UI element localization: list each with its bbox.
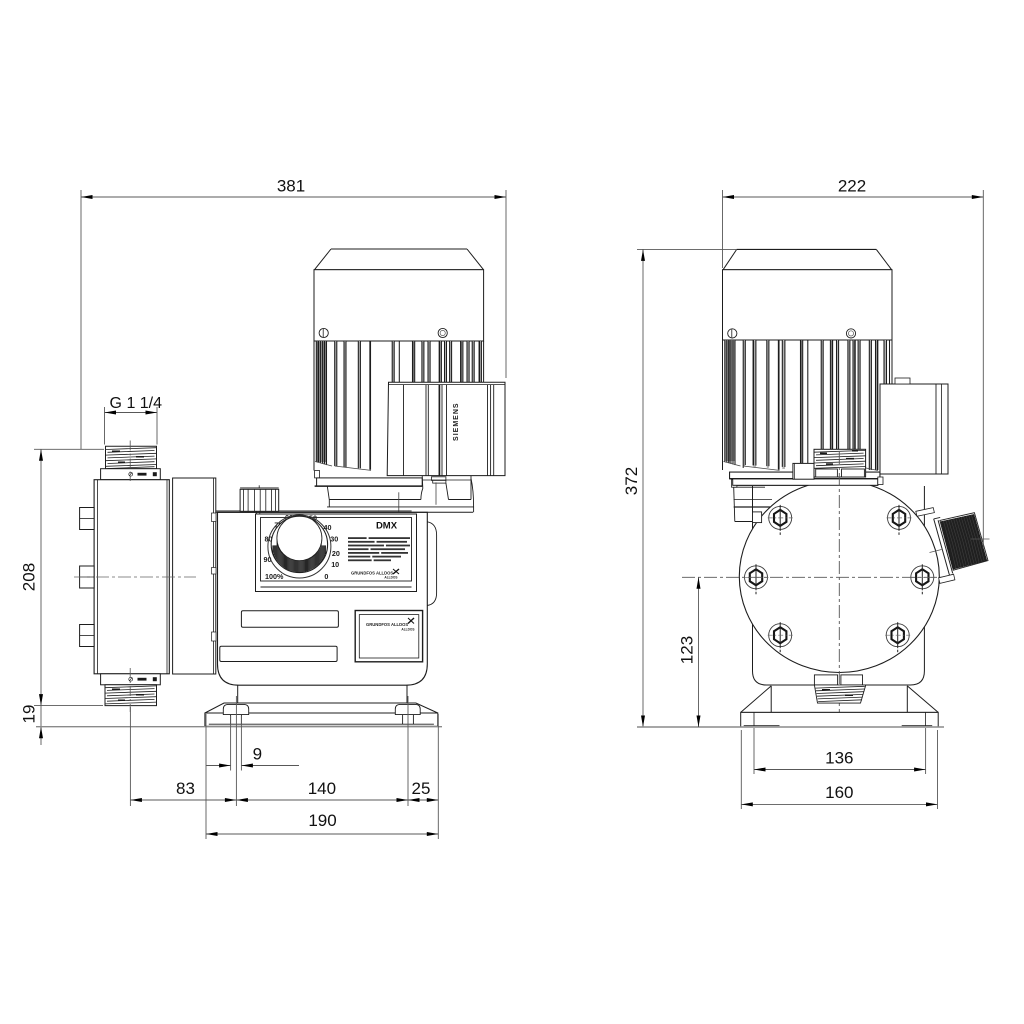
svg-text:19: 19: [19, 705, 38, 724]
svg-text:30: 30: [330, 534, 338, 543]
svg-text:9: 9: [253, 745, 262, 764]
svg-text:140: 140: [308, 779, 336, 798]
svg-text:GRUNDFOS ALLDOS: GRUNDFOS ALLDOS: [366, 622, 408, 627]
svg-text:90: 90: [264, 555, 272, 564]
svg-text:372: 372: [622, 467, 641, 495]
svg-text:136: 136: [825, 748, 853, 767]
svg-text:190: 190: [308, 811, 336, 830]
svg-text:20: 20: [332, 549, 340, 558]
svg-text:25: 25: [412, 779, 431, 798]
svg-text:G 1 1/4: G 1 1/4: [110, 395, 163, 412]
svg-text:100%: 100%: [265, 572, 284, 581]
svg-text:ALLDOS: ALLDOS: [401, 628, 414, 632]
svg-text:83: 83: [176, 779, 195, 798]
svg-text:SIEMENS: SIEMENS: [453, 402, 460, 441]
svg-text:60: 60: [285, 513, 293, 522]
svg-text:GRUNDFOS ALLDOS: GRUNDFOS ALLDOS: [351, 570, 393, 575]
svg-text:381: 381: [277, 177, 305, 196]
svg-text:208: 208: [19, 563, 38, 591]
svg-text:10: 10: [331, 560, 339, 569]
svg-text:DMX: DMX: [376, 520, 398, 531]
svg-text:ALLDOS: ALLDOS: [384, 576, 397, 580]
svg-text:40: 40: [324, 523, 332, 532]
svg-text:123: 123: [678, 636, 697, 664]
svg-text:222: 222: [838, 177, 866, 196]
svg-text:0: 0: [324, 572, 328, 581]
svg-text:160: 160: [825, 783, 853, 802]
